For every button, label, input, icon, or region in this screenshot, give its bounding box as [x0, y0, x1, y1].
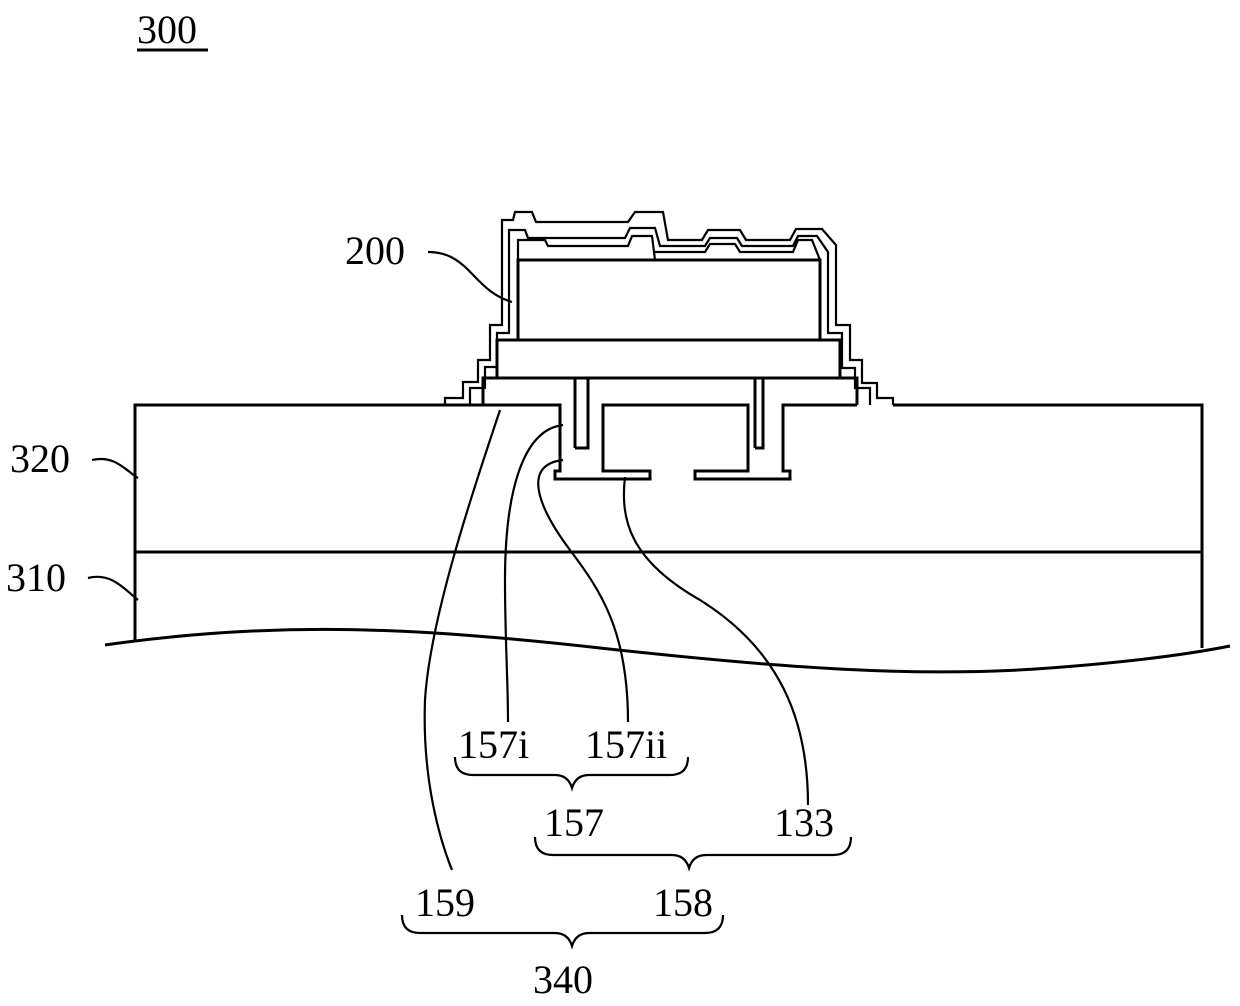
leader-310 [88, 577, 138, 600]
leader-320 [92, 459, 138, 478]
chip-base [497, 340, 840, 378]
label-157i: 157i [458, 722, 529, 767]
label-157ii: 157ii [585, 722, 667, 767]
label-310: 310 [6, 555, 66, 600]
leader-200 [428, 252, 512, 302]
encapsulation-outer [445, 212, 893, 405]
label-133: 133 [774, 800, 834, 845]
figure-ref-number: 300 [137, 7, 197, 52]
label-320: 320 [10, 436, 70, 481]
label-159: 159 [415, 880, 475, 925]
leader-159 [425, 410, 500, 870]
label-158: 158 [653, 880, 713, 925]
via-right [755, 378, 763, 448]
label-157: 157 [544, 800, 604, 845]
via-left [575, 378, 588, 448]
label-200: 200 [345, 228, 405, 273]
layer-320-outline [135, 405, 1202, 648]
leader-157ii [538, 460, 628, 722]
chip-body [518, 260, 820, 340]
label-340: 340 [533, 957, 593, 1002]
interconnect-340 [483, 378, 857, 479]
wavy-cut-line [105, 629, 1230, 672]
